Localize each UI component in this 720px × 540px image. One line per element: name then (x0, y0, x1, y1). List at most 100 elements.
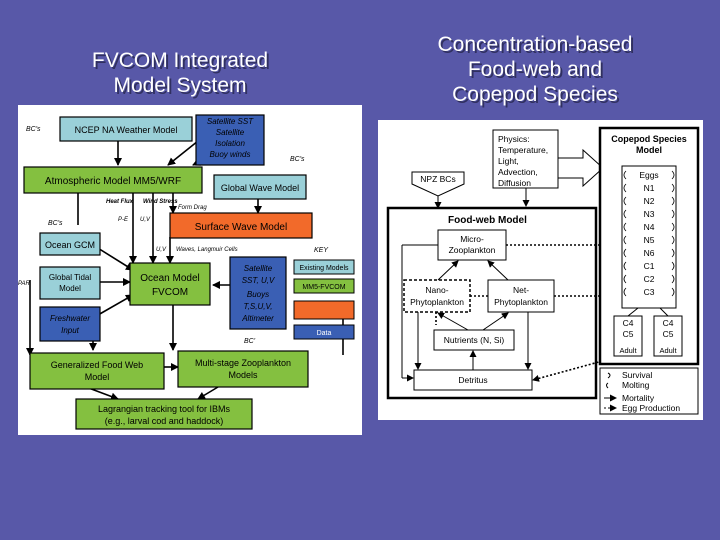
nano-line-1: Nano- (425, 285, 448, 295)
key-existing-swatch (293, 259, 355, 275)
satellite-1-line-1: Satellite SST (207, 117, 254, 126)
physics-line-1: Physics: (498, 134, 530, 144)
freshwater-line-1: Freshwater (50, 314, 90, 323)
global-tidal-line-2: Model (59, 284, 81, 293)
key-data-swatch (293, 324, 355, 340)
satellite-2-line-5: Altimeter (241, 314, 274, 323)
physics-line-2: Temperature, (498, 145, 548, 155)
food-web-box (29, 352, 165, 390)
surface-wave-box (169, 212, 313, 239)
c5-right-label: C5 (663, 329, 674, 339)
ncep-label: NCEP NA Weather Model (75, 125, 178, 135)
stage-loop-left-2 (623, 196, 627, 206)
stage-loop-right-9 (671, 287, 675, 297)
copepod-stage-4: N4 (644, 222, 655, 232)
freshwater-box (39, 306, 101, 342)
copepod-stage-5: N5 (644, 235, 655, 245)
fvcom-diagram: NCEP NA Weather Model Satellite SST Sate… (18, 114, 355, 430)
lagrangian-line-1: Lagrangian tracking tool for IBMs (98, 404, 231, 414)
uv-label-2: U,V (156, 247, 167, 253)
left-title-line-1: FVCOM Integrated (91, 49, 269, 72)
micro-line-2: Zooplankton (449, 245, 496, 255)
stage-loop-left-7 (623, 261, 627, 271)
waves-langmuir-label: Waves, Langmuir Cells (176, 247, 238, 253)
bcs-label-1: BC's (26, 126, 41, 133)
copepod-title-line-2: Model (636, 145, 662, 155)
satellite-2-line-3: Buoys (247, 290, 269, 299)
copepod-title-line-1: Copepod Species (611, 134, 687, 144)
global-tidal-box (39, 266, 101, 300)
atmospheric-label: Atmospheric Model MM5/WRF (45, 176, 181, 187)
copepod-stage-6: N6 (644, 248, 655, 258)
physics-line-3: Light, (498, 156, 519, 166)
global-wave-label: Global Wave Model (221, 183, 299, 193)
copepod-stage-9: C3 (644, 287, 655, 297)
ocean-gcm-label: Ocean GCM (45, 240, 95, 250)
nutrients-label: Nutrients (N, Si) (444, 335, 505, 345)
global-tidal-line-1: Global Tidal (49, 273, 91, 282)
copepod-stage-3: N3 (644, 209, 655, 219)
left-title-line-2: Model System (113, 74, 247, 97)
net-line-1: Net- (513, 285, 529, 295)
surface-wave-label: Surface Wave Model (195, 222, 287, 233)
stage-loop-left-1 (623, 183, 627, 193)
stage-loop-left-0 (623, 170, 627, 180)
key-heading: KEY (314, 247, 329, 254)
key-existing-label: Existing Models (299, 265, 349, 272)
c4-right-label: C4 (663, 318, 674, 328)
zooplankton-box (177, 350, 309, 388)
detritus-label: Detritus (458, 375, 487, 385)
bc-label-4: BC' (244, 338, 256, 345)
bcs-label-3: BC's (48, 220, 63, 227)
satellite-1-line-4: Buoy winds (210, 150, 251, 159)
ncep-box (59, 116, 193, 142)
right-title-line-3: Copepod Species (452, 83, 618, 106)
key-orange-swatch (293, 300, 355, 320)
ocean-model-box (129, 262, 211, 306)
form-drag-label: Form Drag (178, 205, 207, 211)
fvcom-diagram-panel: NCEP NA Weather Model Satellite SST Sate… (18, 105, 362, 435)
lagrangian-line-2: (e.g., larval cod and haddock) (105, 416, 224, 426)
pe-label: P-E (118, 217, 129, 223)
key-mm5-label: MM5-FVCOM (302, 284, 345, 291)
global-wave-box (213, 174, 307, 200)
right-title-line-2: Food-web and (467, 58, 603, 81)
net-line-2: Phytoplankton (494, 297, 548, 307)
key-mm5-swatch (293, 278, 355, 294)
adult-left-label: Adult (619, 346, 637, 355)
satellite-1-line-2: Satellite (216, 128, 245, 137)
physics-box (492, 129, 559, 189)
satellite-2-line-1: Satellite (244, 264, 273, 273)
stage-loop-left-8 (623, 274, 627, 284)
wind-stress-label: Wind Stress (143, 199, 178, 205)
legend-molting: Molting (622, 380, 650, 390)
copepod-stage-0: Eggs (639, 170, 658, 180)
right-slide-title: Concentration-based Food-web and Copepod… (385, 32, 685, 107)
freshwater-line-2: Input (61, 326, 80, 335)
stage-loop-right-8 (671, 274, 675, 284)
atmospheric-model-box (23, 166, 203, 194)
c5-left-label: C5 (623, 329, 634, 339)
satellite-2-line-4: T,S,U,V, (244, 302, 273, 311)
stage-loops (623, 170, 675, 297)
npz-bcs-label: NPZ BCs (420, 174, 455, 184)
bcs-label-2: BC's (290, 156, 305, 163)
zooplankton-line-2: Models (228, 370, 258, 380)
stage-loop-right-1 (671, 183, 675, 193)
food-web-model-title: Food-web Model (448, 215, 527, 226)
nano-line-2: Phytoplankton (410, 297, 464, 307)
stage-loop-right-4 (671, 222, 675, 232)
stage-loop-left-5 (623, 235, 627, 245)
food-web-line-1: Generalized Food Web (51, 360, 143, 370)
satellite-data-box-2 (229, 256, 287, 330)
npz-bcs-box (411, 171, 465, 197)
legend-survival: Survival (622, 370, 652, 380)
copepod-stage-7: C1 (644, 261, 655, 271)
copepod-stage-1: N1 (644, 183, 655, 193)
stage-loop-right-2 (671, 196, 675, 206)
left-slide-title: FVCOM Integrated Model System (40, 48, 320, 98)
stage-loop-right-7 (671, 261, 675, 271)
copepod-stage-column (621, 165, 677, 309)
